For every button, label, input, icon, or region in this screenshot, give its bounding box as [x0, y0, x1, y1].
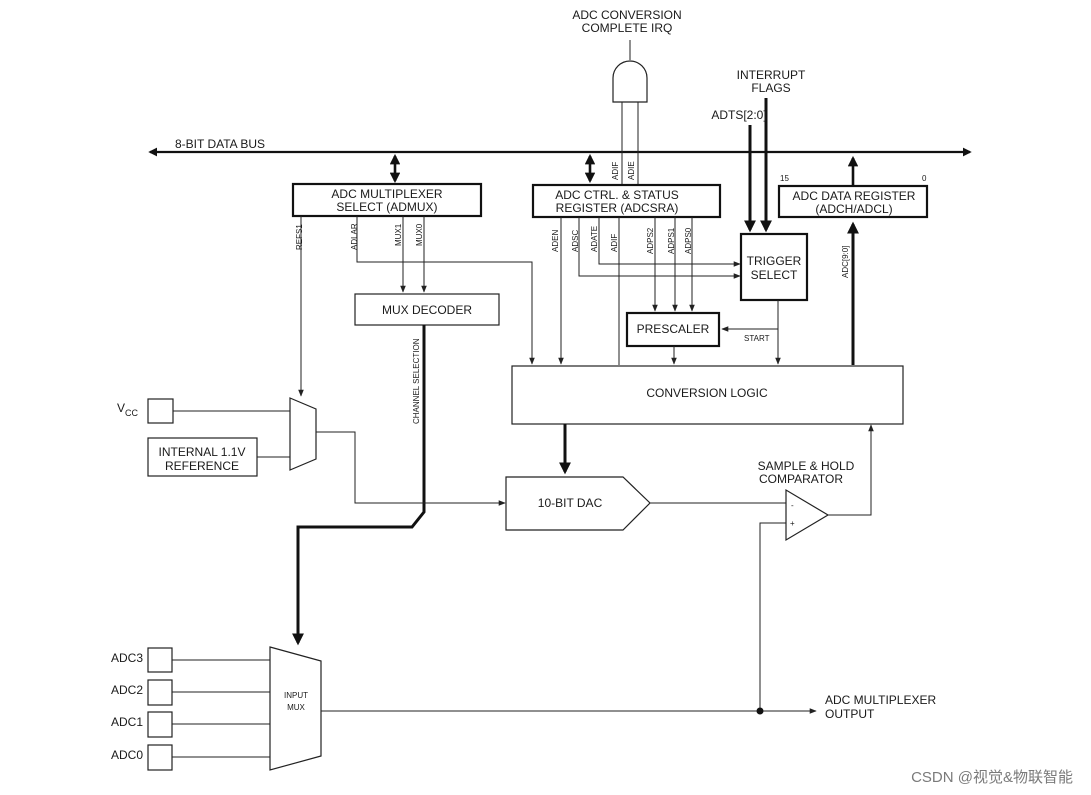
adc1-pin	[147, 711, 173, 738]
admux-title-2: SELECT (ADMUX)	[336, 200, 437, 214]
internal-ref-label-2: REFERENCE	[165, 459, 239, 473]
adts-label: ADTS[2:0]	[711, 108, 766, 122]
mux-output-label: ADC MULTIPLEXER	[825, 693, 936, 707]
adc3-pin	[147, 647, 173, 673]
adc-pin-label: ADC2	[111, 683, 143, 697]
data-bus-label: 8-BIT DATA BUS	[175, 137, 265, 151]
data-register-title-2: (ADCH/ADCL)	[815, 202, 892, 216]
admux-register	[291, 182, 483, 218]
adc-pin-label: ADC1	[111, 715, 143, 729]
trigger-select-label: TRIGGER	[747, 254, 802, 268]
adc-pin-label: ADC0	[111, 748, 143, 762]
bit-low: 0	[922, 174, 927, 183]
reference-mux	[289, 397, 317, 471]
interrupt-flags-label-2: FLAGS	[751, 81, 790, 95]
input-mux-label-2: MUX	[287, 703, 305, 712]
adc0-pin	[147, 744, 173, 771]
prescaler-label: PRESCALER	[637, 322, 710, 336]
bit-mux1: MUX1	[394, 223, 403, 246]
adcsra-register	[531, 183, 722, 219]
adc-bits-label: ADC[9:0]	[841, 246, 850, 278]
comparator-minus: -	[791, 501, 794, 510]
mux-decoder	[354, 293, 500, 326]
internal-ref-label: INTERNAL 1.1V	[159, 445, 246, 459]
irq-bit-adif: ADIF	[611, 162, 620, 180]
trigger-select	[739, 232, 809, 302]
conversion-logic	[511, 365, 904, 425]
and-gate	[612, 60, 648, 103]
interrupt-flags-label: INTERRUPT	[737, 68, 806, 82]
comparator-plus: +	[790, 519, 795, 528]
mux-decoder-label: MUX DECODER	[382, 303, 472, 317]
irq-label-2: COMPLETE IRQ	[582, 21, 673, 35]
adc-data-register	[777, 184, 929, 219]
bit-adps2: ADPS2	[646, 227, 655, 254]
vcc-label: VCC	[117, 401, 139, 418]
adcsra-title-2: REGISTER (ADCSRA)	[556, 201, 679, 215]
comparator	[785, 488, 830, 542]
dac-label: 10-BIT DAC	[538, 496, 603, 510]
input-mux-label: INPUT	[284, 691, 308, 700]
trigger-select-label-2: SELECT	[751, 268, 798, 282]
bit-mux0: MUX0	[415, 223, 424, 246]
irq-bit-adie: ADIE	[627, 161, 636, 180]
vcc-pin	[147, 398, 174, 424]
watermark: CSDN @视觉&物联智能	[911, 768, 1073, 786]
bit-adlar: ADLAR	[350, 223, 359, 250]
dac	[505, 476, 651, 531]
adc2-pin	[147, 679, 173, 706]
bit-aden: ADEN	[551, 230, 560, 252]
bit-refs1: REFS1	[295, 224, 304, 250]
bit-adate: ADATE	[590, 226, 599, 252]
data-register-title: ADC DATA REGISTER	[793, 189, 916, 203]
input-mux	[269, 646, 322, 771]
irq-label: ADC CONVERSION	[572, 8, 681, 22]
bit-adsc: ADSC	[571, 230, 580, 252]
bit-adps0: ADPS0	[684, 227, 693, 254]
internal-reference	[147, 437, 258, 477]
adcsra-title: ADC CTRL. & STATUS	[555, 188, 679, 202]
junction-dot	[756, 707, 764, 715]
adc-pin-label: ADC3	[111, 651, 143, 665]
comparator-label-2: COMPARATOR	[759, 472, 843, 486]
adc-input-pins: ADC3 ADC2 ADC1 ADC0	[111, 647, 270, 771]
comparator-label: SAMPLE & HOLD	[758, 459, 855, 473]
conversion-logic-label: CONVERSION LOGIC	[646, 386, 768, 400]
bit-high: 15	[780, 174, 789, 183]
channel-selection-label: CHANNEL SELECTION	[412, 338, 421, 424]
bit-adps1: ADPS1	[667, 227, 676, 254]
start-label: START	[744, 334, 770, 343]
mux-output-label-2: OUTPUT	[825, 707, 875, 721]
bit-adif: ADIF	[610, 234, 619, 252]
admux-title: ADC MULTIPLEXER	[331, 187, 442, 201]
prescaler	[625, 311, 721, 348]
